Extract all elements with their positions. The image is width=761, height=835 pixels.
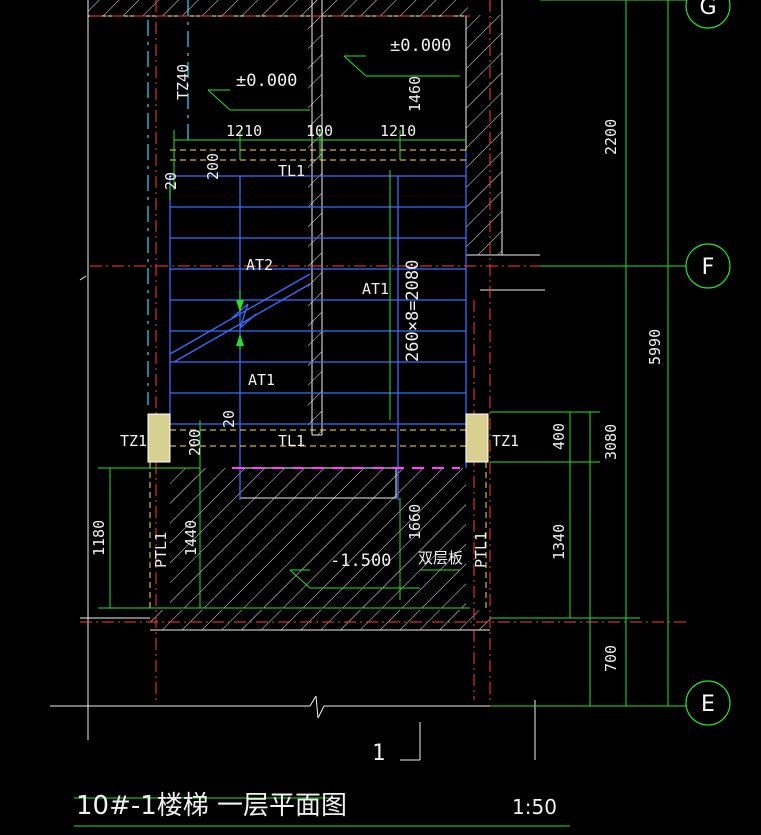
label-level-minus-1500: -1.500: [330, 551, 391, 571]
label-level-0-right: ±0.000: [390, 36, 451, 56]
label-double-slab: 双层板: [418, 549, 463, 567]
label-level-0-left: ±0.000: [236, 71, 297, 91]
dim-200-top: 200: [204, 153, 222, 180]
drawing-title: 10#-1楼梯 一层平面图: [76, 791, 347, 821]
column-tz1-right: [465, 413, 489, 463]
label-at1-right: AT1: [362, 280, 389, 298]
column-tz1-left: [147, 413, 171, 463]
label-tz1-right: TZ1: [492, 432, 519, 450]
dim-700: 700: [602, 645, 620, 672]
dim-5990: 5990: [646, 329, 664, 365]
dim-1660: 1660: [406, 504, 424, 540]
label-at2: AT2: [246, 256, 273, 274]
label-at1-left: AT1: [248, 371, 275, 389]
stair-treads: [169, 150, 467, 500]
dim-1460: 1460: [406, 76, 424, 112]
dim-2200: 2200: [602, 119, 620, 155]
landing-hatch: [170, 468, 466, 608]
label-tz1-left: TZ1: [120, 432, 147, 450]
axis-bubble-e: [685, 680, 731, 726]
axis-label-g: G: [699, 0, 716, 20]
dim-20-top: 20: [162, 172, 180, 190]
label-tl1-top: TL1: [278, 162, 305, 180]
wall-hatch-right: [466, 15, 502, 255]
column-hatch-top: [308, 0, 322, 435]
dim-3080: 3080: [602, 424, 620, 460]
label-tl1-bottom: TL1: [278, 432, 305, 450]
axis-bubble-g: [685, 0, 731, 29]
dim-1180: 1180: [90, 520, 108, 556]
axis-bubble-f: [685, 243, 731, 289]
dim-1440: 1440: [182, 520, 200, 556]
dim-1210-right: 1210: [380, 122, 416, 140]
dim-1340: 1340: [550, 524, 568, 560]
dim-400: 400: [550, 423, 568, 450]
dim-20-bottom: 20: [220, 410, 238, 428]
dim-1210-left: 1210: [226, 122, 262, 140]
axis-label-e: E: [701, 692, 715, 717]
dim-200-bottom: 200: [186, 429, 204, 456]
label-section-1: 1: [372, 741, 385, 766]
label-ptl1-right: PTL1: [472, 532, 490, 568]
dim-100: 100: [306, 122, 333, 140]
wall-hatch-top: [88, 0, 468, 16]
wall-hatch-bottom: [150, 610, 490, 630]
label-ptl1-left: PTL1: [152, 532, 170, 568]
label-tz240: TZ40: [174, 64, 192, 100]
dim-2080: 260×8=2080: [403, 260, 423, 362]
axis-label-f: F: [702, 255, 715, 280]
drawing-scale: 1:50: [512, 795, 557, 819]
